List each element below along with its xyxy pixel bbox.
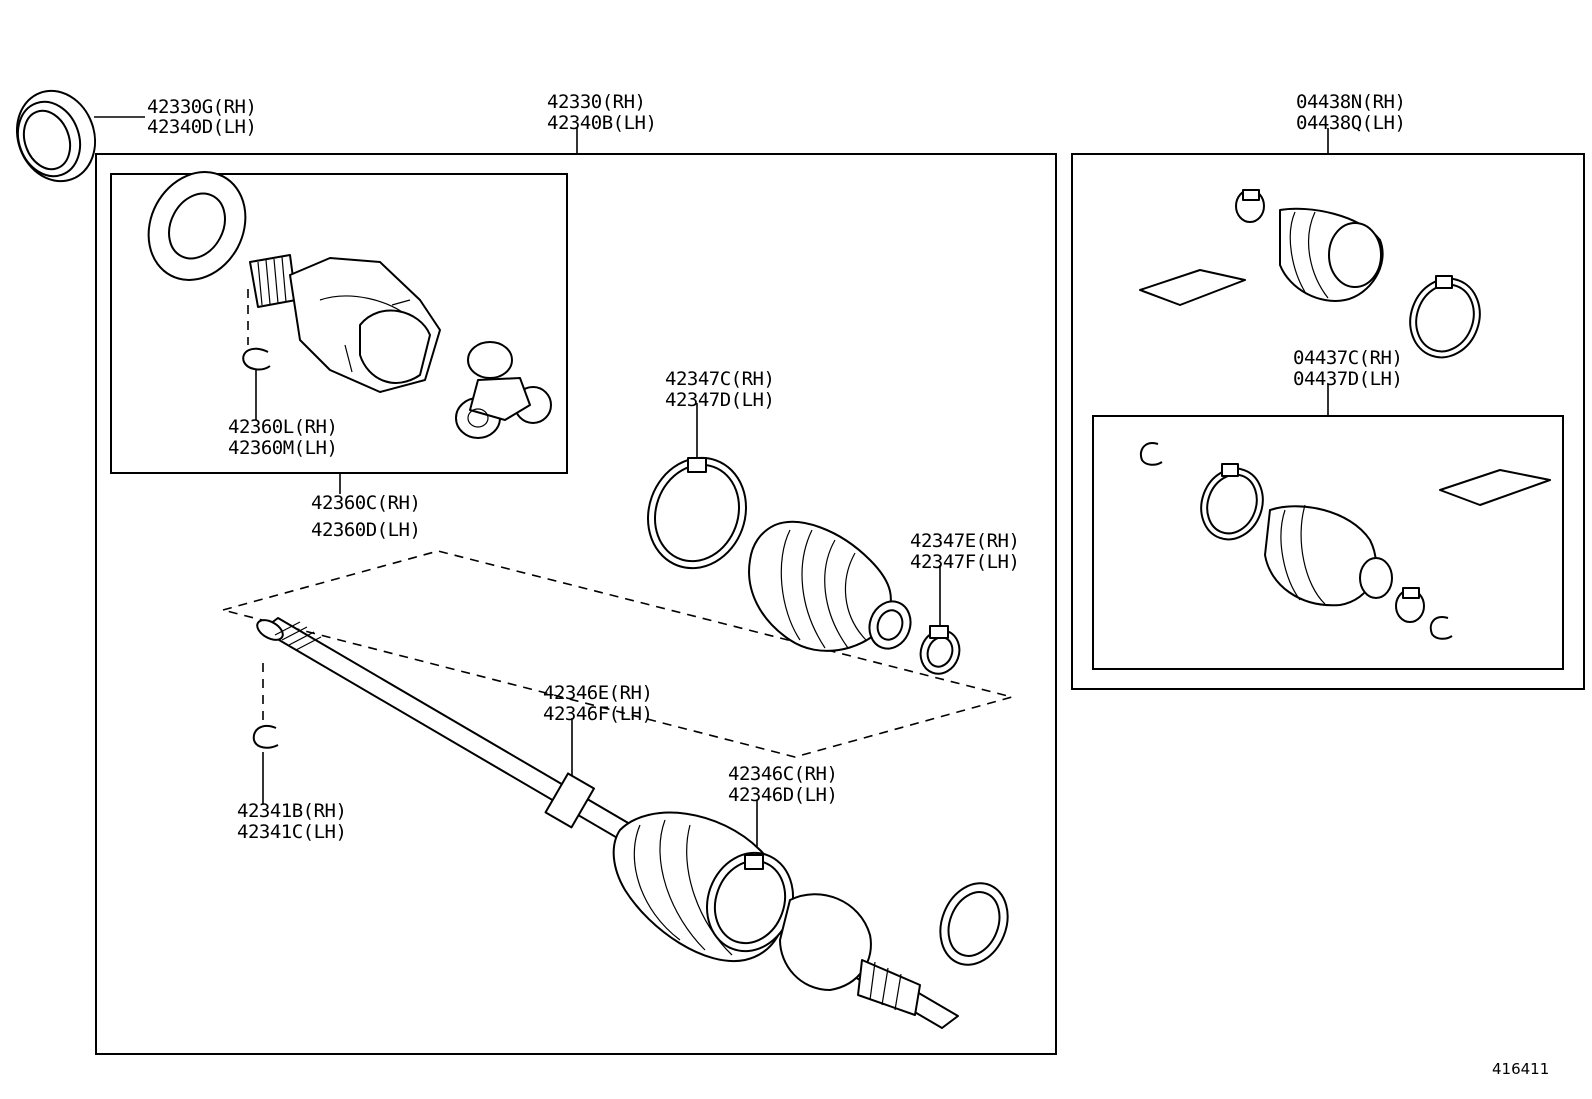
reference-number: 416411: [1492, 1060, 1549, 1078]
seal-ring-part: [15, 89, 97, 183]
inboard-joint-frame: [110, 173, 568, 474]
svg-text:42347E(RH): 42347E(RH): [910, 530, 1019, 552]
svg-text:42360C(RH): 42360C(RH): [311, 492, 420, 514]
label-boot-clamp-small: 42347E(RH) 42347F(LH): [910, 530, 1020, 573]
label-clamp-outboard: 42346C(RH) 42346D(LH): [728, 763, 838, 806]
svg-text:42330G(RH): 42330G(RH): [147, 96, 256, 118]
boot-kit-outer-parts: [1139, 189, 1481, 359]
svg-text:42360M(LH): 42360M(LH): [228, 437, 337, 459]
label-snap-ring-shaft: 42341B(RH) 42341C(LH): [237, 800, 347, 843]
svg-text:42346C(RH): 42346C(RH): [728, 763, 837, 785]
svg-text:04438N(RH): 04438N(RH): [1296, 91, 1405, 113]
tripod-joint-part: [455, 341, 552, 439]
shaft-assembly-frame: [95, 153, 1057, 1055]
svg-text:42347C(RH): 42347C(RH): [665, 368, 774, 390]
label-boot-kit-inner: 04437C(RH) 04437D(LH): [1293, 347, 1403, 390]
label-boot-kit-outer: 04438N(RH) 04438Q(LH): [1296, 91, 1406, 134]
svg-text:42341C(LH): 42341C(LH): [237, 821, 346, 843]
svg-text:42340B(LH): 42340B(LH): [547, 112, 656, 134]
svg-text:42347D(LH): 42347D(LH): [665, 389, 774, 411]
svg-text:42346E(RH): 42346E(RH): [543, 682, 652, 704]
svg-text:04437C(RH): 04437C(RH): [1293, 347, 1402, 369]
shaft-subassembly-dashed-outline: [219, 550, 1016, 758]
svg-text:42346D(LH): 42346D(LH): [728, 784, 837, 806]
inboard-boot-part: [748, 520, 912, 652]
label-snap-ring-inner: 42360L(RH) 42360M(LH): [228, 416, 338, 459]
label-clamp-shaft: 42346E(RH) 42346F(LH): [543, 682, 653, 725]
boot-clamp-large-part: [646, 456, 748, 570]
svg-text:42360L(RH): 42360L(RH): [228, 416, 337, 438]
svg-text:42347F(LH): 42347F(LH): [910, 551, 1019, 573]
svg-text:42330(RH): 42330(RH): [547, 91, 645, 113]
snap-ring-inner-part: [242, 347, 271, 371]
boot-kit-inner-parts: [1139, 442, 1551, 640]
label-boot-clamp-large: 42347C(RH) 42347D(LH): [665, 368, 775, 411]
dust-washer-part: [147, 171, 247, 281]
outboard-joint-part: [612, 811, 921, 1016]
outboard-seal-ring-part: [939, 882, 1009, 966]
label-seal-outer: 42330G(RH) 42340D(LH): [147, 96, 257, 138]
svg-text:04438Q(LH): 04438Q(LH): [1296, 112, 1405, 134]
svg-text:42360D(LH): 42360D(LH): [311, 519, 420, 541]
snap-ring-shaft-part: [252, 724, 279, 749]
svg-text:42346F(LH): 42346F(LH): [543, 703, 652, 725]
boot-clamp-small-part: [919, 625, 961, 675]
label-inboard-joint: 42360C(RH) 42360D(LH): [311, 492, 421, 541]
svg-text:42340D(LH): 42340D(LH): [147, 116, 256, 138]
svg-text:04437D(LH): 04437D(LH): [1293, 368, 1402, 390]
svg-text:42341B(RH): 42341B(RH): [237, 800, 346, 822]
label-shaft-assembly: 42330(RH) 42340B(LH): [547, 91, 657, 134]
leader-lines: [94, 116, 1329, 860]
inboard-joint-housing-part: [249, 254, 441, 393]
